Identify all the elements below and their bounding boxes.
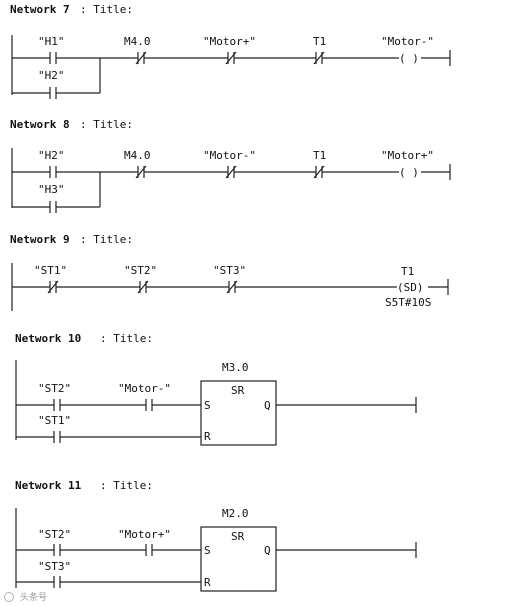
network-title: : Title: xyxy=(80,233,133,246)
contact-label: "ST1" xyxy=(38,414,71,427)
contact-label: "ST2" xyxy=(38,382,71,395)
coil-label: "Motor+" xyxy=(381,149,434,162)
block-type: SR xyxy=(231,530,245,543)
contact-no xyxy=(145,399,153,411)
watermark-text: 头条号 xyxy=(20,591,47,603)
contact-label: "H1" xyxy=(38,35,65,48)
contact-no xyxy=(53,431,61,443)
coil-symbol: ( ) xyxy=(399,166,419,179)
contact-label: "Motor+" xyxy=(203,35,256,48)
contact-label: "ST1" xyxy=(34,264,67,277)
watermark-logo-icon xyxy=(4,592,14,602)
contact-label: T1 xyxy=(313,35,326,48)
network-title: : Title: xyxy=(100,479,153,492)
output-pin-label: Q xyxy=(264,544,271,557)
contact-no xyxy=(49,201,57,213)
contact-label: "H2" xyxy=(38,69,65,82)
coil-label: T1 xyxy=(401,265,414,278)
contact-label: "H2" xyxy=(38,149,65,162)
contact-label: M4.0 xyxy=(124,35,151,48)
network-9: Network 9 : Title: "ST1" "ST2" "ST3" (SD… xyxy=(10,233,449,311)
contact-label: "ST3" xyxy=(213,264,246,277)
network-11: Network 11 : Title: "ST2" "Motor+" "ST3"… xyxy=(15,479,417,592)
reset-pin-label: R xyxy=(204,430,211,443)
contact-label: "ST2" xyxy=(124,264,157,277)
set-pin-label: S xyxy=(204,544,211,557)
block-address: M3.0 xyxy=(222,361,249,374)
contact-label: T1 xyxy=(313,149,326,162)
contact-no xyxy=(49,87,57,99)
network-10: Network 10 : Title: "ST2" "Motor-" "ST1"… xyxy=(15,332,417,446)
coil-label: "Motor-" xyxy=(381,35,434,48)
network-header: Network 8 xyxy=(10,118,70,131)
contact-label: "H3" xyxy=(38,183,65,196)
contact-label: "ST3" xyxy=(38,560,71,573)
network-header: Network 9 xyxy=(10,233,70,246)
output-pin-label: Q xyxy=(264,399,271,412)
sr-flipflop-block xyxy=(200,380,277,446)
set-pin-label: S xyxy=(204,399,211,412)
contact-no xyxy=(49,166,57,178)
contact-label: "ST2" xyxy=(38,528,71,541)
network-header: Network 10 xyxy=(15,332,81,345)
block-address: M2.0 xyxy=(222,507,249,520)
watermark: 头条号 xyxy=(4,591,47,603)
network-header: Network 11 xyxy=(15,479,82,492)
block-type: SR xyxy=(231,384,245,397)
sr-flipflop-block xyxy=(200,526,277,592)
reset-pin-label: R xyxy=(204,576,211,589)
contact-no xyxy=(145,544,153,556)
network-7: Network 7 : Title: "H1" "H2" M4.0 "Mot xyxy=(10,3,451,99)
network-title: : Title: xyxy=(100,332,153,345)
network-title: : Title: xyxy=(80,118,133,131)
network-header: Network 7 xyxy=(10,3,70,16)
coil-symbol: ( ) xyxy=(399,52,419,65)
timer-coil-symbol: (SD) xyxy=(397,281,424,294)
timer-preset: S5T#10S xyxy=(385,296,431,309)
contact-no xyxy=(49,52,57,64)
contact-no xyxy=(53,576,61,588)
network-8: Network 8 : Title: "H2" "H3" M4.0 "Motor… xyxy=(10,118,451,213)
contact-label: "Motor+" xyxy=(118,528,171,541)
contact-label: M4.0 xyxy=(124,149,151,162)
contact-label: "Motor-" xyxy=(203,149,256,162)
contact-label: "Motor-" xyxy=(118,382,171,395)
contact-no xyxy=(53,399,61,411)
network-title: : Title: xyxy=(80,3,133,16)
contact-no xyxy=(53,544,61,556)
